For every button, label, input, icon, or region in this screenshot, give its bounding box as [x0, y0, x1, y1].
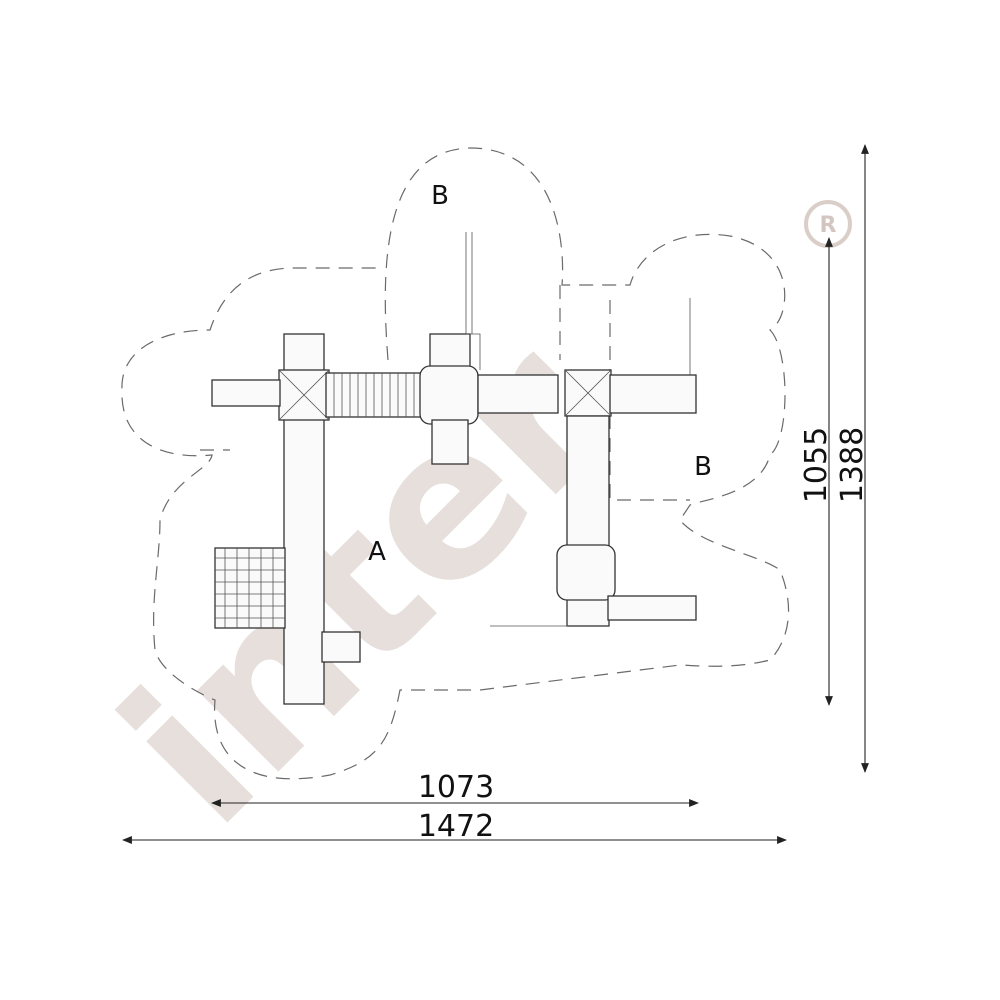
center-tower-roof — [419, 365, 479, 425]
inner-height-label: 1055 — [799, 427, 834, 503]
climbing-wall — [321, 631, 361, 663]
zone-label-b-right: B — [694, 452, 712, 482]
rope-bridge-right — [477, 374, 559, 414]
zone-label-a: A — [368, 537, 386, 567]
right-tower-roof-lower — [556, 544, 616, 601]
climbing-net-lines — [215, 548, 285, 628]
left-slide — [211, 379, 281, 407]
net-bridge-left — [325, 372, 427, 418]
fire-pole — [465, 232, 481, 370]
total-width-label: 1472 — [418, 809, 494, 844]
safety-zone-outline — [121, 147, 790, 780]
play-structure — [211, 232, 697, 705]
center-steps — [431, 419, 469, 465]
left-tower-roof — [278, 369, 330, 421]
registered-mark-letter: R — [820, 213, 837, 238]
right-ladder — [609, 374, 697, 414]
right-tower-roof — [564, 369, 612, 417]
inner-width-label: 1073 — [418, 770, 494, 805]
right-slide — [607, 595, 697, 621]
total-height-label: 1388 — [835, 427, 870, 503]
climbing-net — [214, 547, 286, 629]
dimension-lines — [122, 144, 869, 844]
zone-label-b-top: B — [431, 181, 449, 211]
